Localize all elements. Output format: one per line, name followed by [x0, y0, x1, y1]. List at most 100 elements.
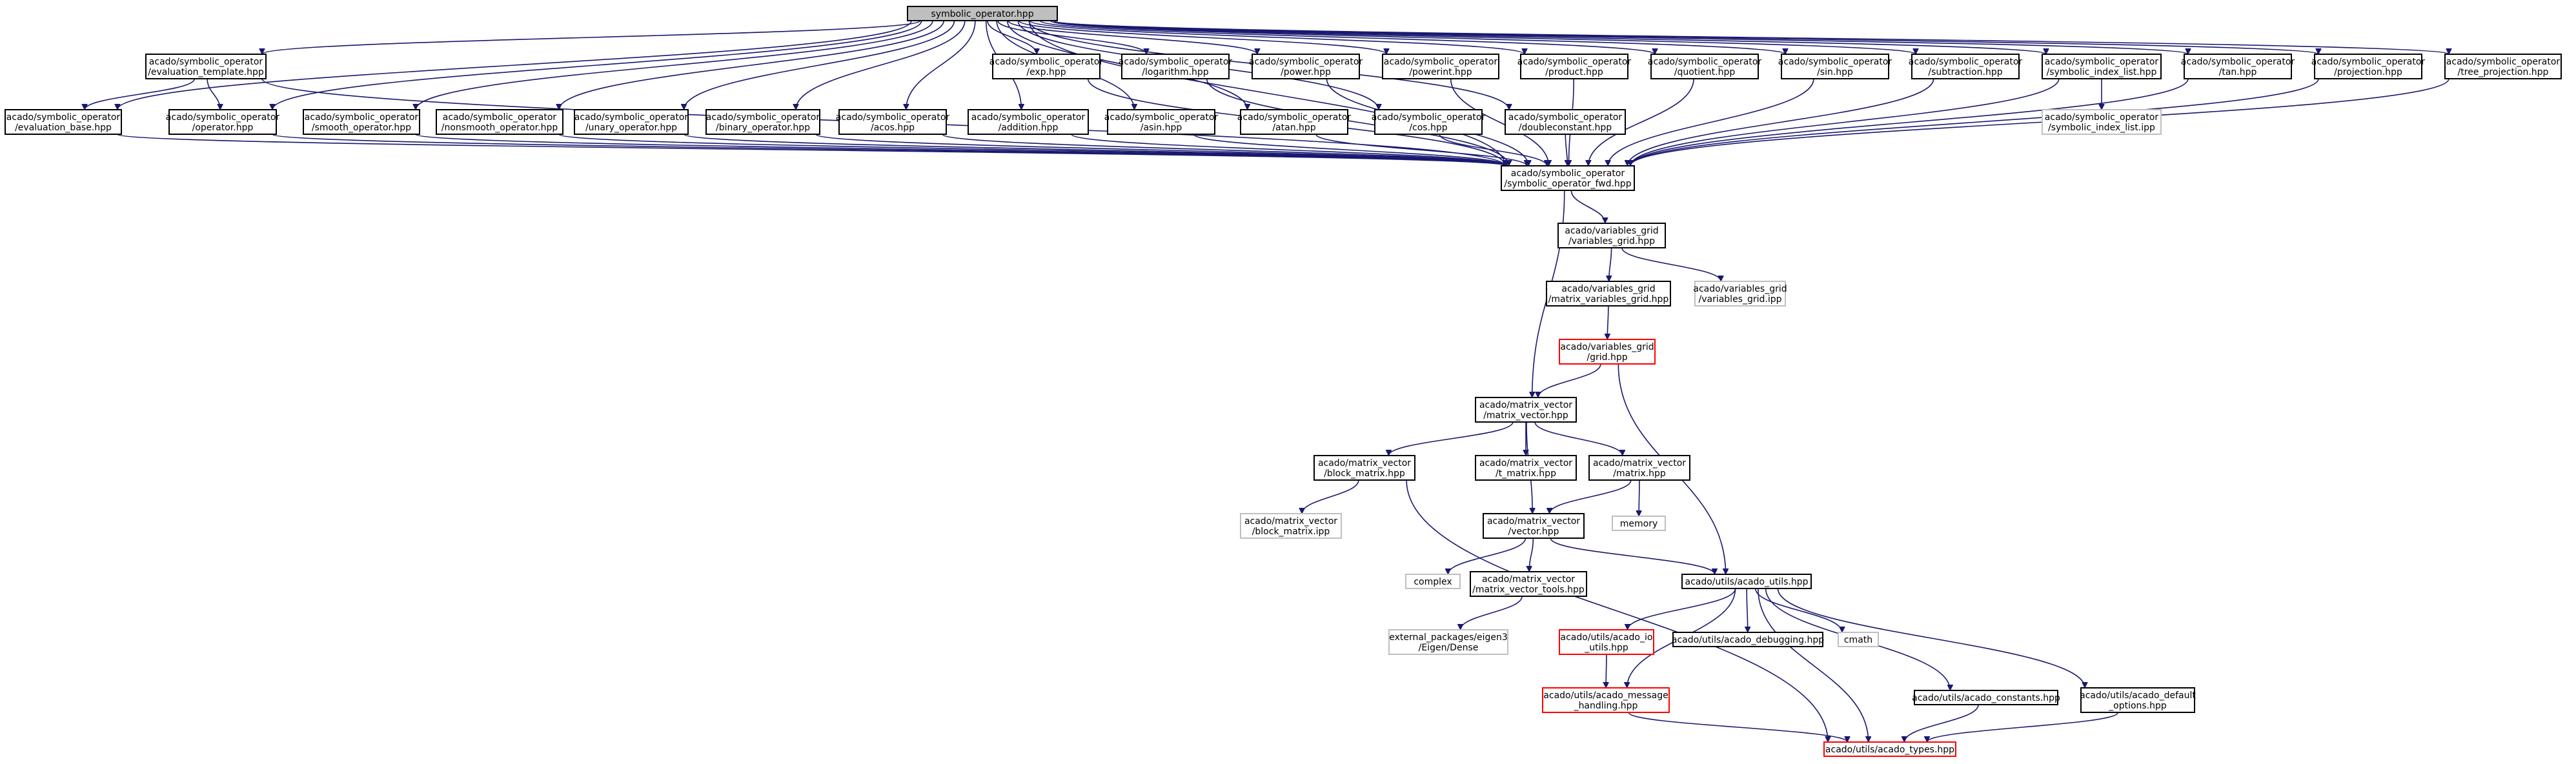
node-acos[interactable]: acado/symbolic_operator/acos.hpp: [836, 109, 950, 135]
edge-block-matrix-to-acado-types: [1406, 479, 1828, 742]
node-box: [1823, 741, 1956, 757]
node-tree-projection[interactable]: acado/symbolic_operator/tree_projection.…: [2444, 54, 2562, 79]
node-label: complex: [1414, 577, 1452, 587]
node-grid[interactable]: acado/variables_grid/grid.hpp: [1559, 339, 1656, 365]
node-label: acado/symbolic_operator: [2311, 57, 2426, 67]
node-symbolic-operator-fwd[interactable]: acado/symbolic_operator/symbolic_operato…: [1501, 165, 1635, 191]
node-power[interactable]: acado/symbolic_operator/power.hpp: [1249, 54, 1363, 79]
node-box: [1313, 455, 1415, 481]
node-matrix-vector[interactable]: acado/matrix_vector/matrix_vector.hpp: [1475, 397, 1577, 423]
node-label: /atan.hpp: [1272, 123, 1315, 133]
node-sin[interactable]: acado/symbolic_operator/sin.hpp: [1778, 54, 1892, 79]
node-addition[interactable]: acado/symbolic_operator/addition.hpp: [968, 109, 1089, 135]
node-label: /doubleconstant.hpp: [1519, 123, 1612, 133]
node-label: acado/variables_grid: [1561, 284, 1655, 294]
node-acado-debugging[interactable]: acado/utils/acado_debugging.hpp: [1672, 632, 1824, 647]
node-nonsmooth-operator[interactable]: acado/symbolic_operator/nonsmooth_operat…: [436, 109, 563, 135]
edge-acado-io-utils-to-acado-message-handling: [1606, 654, 1607, 688]
node-t-matrix[interactable]: acado/matrix_vector/t_matrix.hpp: [1475, 455, 1577, 481]
node-label: /smooth_operator.hpp: [312, 123, 411, 133]
edge-symbolic-operator-to-nonsmooth-operator: [559, 20, 944, 110]
node-box: [907, 6, 1058, 21]
node-box: [1240, 513, 1342, 539]
node-doubleconstant[interactable]: acado/symbolic_operator/doubleconstant.h…: [1505, 109, 1626, 135]
node-atan[interactable]: acado/symbolic_operator/atan.hpp: [1237, 109, 1352, 135]
node-label: acado/symbolic_operator: [1104, 112, 1219, 123]
node-label: /matrix_vector.hpp: [1483, 410, 1568, 421]
node-subtraction[interactable]: acado/symbolic_operator/subtraction.hpp: [1909, 54, 2023, 79]
node-label: /quotient.hpp: [1674, 67, 1736, 77]
node-label: /matrix.hpp: [1613, 468, 1666, 479]
edge-binary-operator-to-symbolic-operator-fwd: [815, 134, 1505, 166]
node-acado-io-utils[interactable]: acado/utils/acado_io_utils.hpp: [1559, 629, 1654, 655]
node-acado-default-options[interactable]: acado/utils/acado_default_options.hpp: [2080, 687, 2196, 713]
edge-unary-operator-to-symbolic-operator-fwd: [684, 134, 1505, 166]
node-label: acado/utils/acado_types.hpp: [1825, 745, 1954, 755]
edge-symbolic-operator-to-quotient: [1039, 20, 1655, 55]
node-acado-types[interactable]: acado/utils/acado_types.hpp: [1823, 741, 1956, 757]
node-projection[interactable]: acado/symbolic_operator/projection.hpp: [2311, 54, 2426, 79]
node-label: acado/matrix_vector: [1244, 516, 1337, 527]
node-label: acado/symbolic_operator: [2045, 57, 2159, 67]
node-binary-operator[interactable]: acado/symbolic_operator/binary_operator.…: [705, 109, 820, 135]
node-label: acado/utils/acado_utils.hpp: [1685, 577, 1808, 587]
node-label: acado/matrix_vector: [1318, 458, 1411, 468]
node-product[interactable]: acado/symbolic_operator/product.hpp: [1517, 54, 1632, 79]
node-box: [1475, 455, 1577, 481]
node-matrix[interactable]: acado/matrix_vector/matrix.hpp: [1588, 455, 1690, 481]
node-exp[interactable]: acado/symbolic_operator/exp.hpp: [989, 54, 1104, 79]
edge-variables-grid-to-matrix-variables-grid: [1609, 247, 1612, 281]
node-acado-constants[interactable]: acado/utils/acado_constants.hpp: [1912, 690, 2060, 705]
node-cos[interactable]: acado/symbolic_operator/cos.hpp: [1372, 109, 1486, 135]
node-box: [1650, 54, 1759, 79]
node-label: /matrix_vector_tools.hpp: [1472, 585, 1585, 595]
edge-symbolic-operator-to-powerint: [1019, 20, 1386, 55]
node-box: [5, 109, 122, 135]
node-label: acado/variables_grid: [1560, 342, 1654, 352]
node-label: acado/utils/acado_constants.hpp: [1912, 693, 2060, 703]
node-quotient[interactable]: acado/symbolic_operator/quotient.hpp: [1648, 54, 1762, 79]
node-acado-message-handling[interactable]: acado/utils/acado_message_handling.hpp: [1542, 687, 1670, 713]
node-box: [1121, 54, 1230, 79]
node-label: memory: [1620, 519, 1658, 529]
node-tan[interactable]: acado/symbolic_operator/tan.hpp: [2181, 54, 2295, 79]
node-operator[interactable]: acado/symbolic_operator/operator.hpp: [166, 109, 280, 135]
node-block-matrix[interactable]: acado/matrix_vector/block_matrix.hpp: [1313, 455, 1415, 481]
edge-quotient-to-symbolic-operator-fwd: [1588, 78, 1694, 166]
node-box: [1252, 54, 1360, 79]
node-logarithm[interactable]: acado/symbolic_operator/logarithm.hpp: [1119, 54, 1233, 79]
node-box: [303, 109, 420, 135]
node-label: acado/symbolic_operator: [836, 112, 950, 123]
node-smooth-operator[interactable]: acado/symbolic_operator/smooth_operator.…: [303, 109, 420, 135]
node-box: [705, 109, 820, 135]
node-evaluation-template[interactable]: acado/symbolic_operator/evaluation_templ…: [145, 54, 267, 79]
node-label: acado/utils/acado_debugging.hpp: [1672, 635, 1824, 645]
node-symbolic-index-list[interactable]: acado/symbolic_operator/symbolic_index_l…: [2042, 54, 2162, 79]
node-unary-operator[interactable]: acado/symbolic_operator/unary_operator.h…: [574, 109, 689, 135]
edge-symbolic-operator-to-acos: [906, 20, 976, 110]
node-box: [1107, 109, 1215, 135]
node-asin[interactable]: acado/symbolic_operator/asin.hpp: [1104, 109, 1219, 135]
node-label: acado/symbolic_operator: [443, 112, 557, 123]
node-matrix-variables-grid[interactable]: acado/variables_grid/matrix_variables_gr…: [1546, 281, 1671, 307]
edge-matrix-vector-to-matrix: [1534, 421, 1623, 456]
node-label: acado/symbolic_operator: [1384, 57, 1498, 67]
node-label: acado/symbolic_operator: [1909, 57, 2023, 67]
node-box: [2444, 54, 2562, 79]
node-variables-grid[interactable]: acado/variables_grid/variables_grid.hpp: [1557, 223, 1666, 248]
edge-symbolic-operator-to-binary-operator: [796, 20, 966, 110]
node-powerint[interactable]: acado/symbolic_operator/powerint.hpp: [1382, 54, 1499, 79]
node-label: /binary_operator.hpp: [716, 123, 810, 133]
node-cmath: cmath: [1838, 632, 1879, 647]
node-box: [1559, 629, 1654, 655]
node-acado-utils[interactable]: acado/utils/acado_utils.hpp: [1681, 574, 1812, 589]
node-label: /addition.hpp: [999, 123, 1059, 133]
node-symbolic-operator[interactable]: symbolic_operator.hpp: [907, 6, 1058, 21]
edge-symbolic-operator-to-operator: [272, 20, 922, 110]
node-vector[interactable]: acado/matrix_vector/vector.hpp: [1483, 513, 1585, 539]
node-label: acado/symbolic_operator: [1249, 57, 1363, 67]
node-matrix-vector-tools[interactable]: acado/matrix_vector/matrix_vector_tools.…: [1470, 571, 1587, 597]
node-label: /product.hpp: [1545, 67, 1603, 77]
node-label: _options.hpp: [2108, 701, 2167, 711]
node-evaluation-base[interactable]: acado/symbolic_operator/evaluation_base.…: [5, 109, 122, 135]
